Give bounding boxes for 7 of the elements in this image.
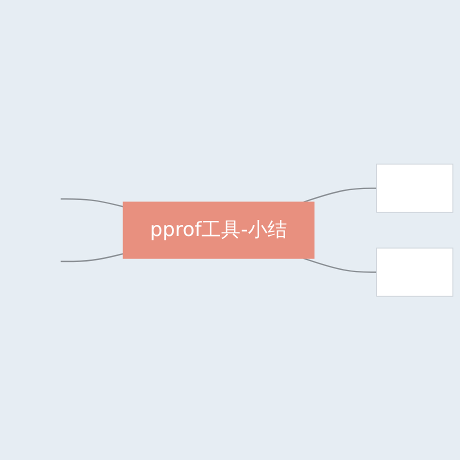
connector <box>303 257 377 273</box>
node-box <box>376 247 454 297</box>
connector <box>60 198 124 208</box>
node-box: pprof工具-小结 <box>122 201 314 259</box>
connector <box>60 252 124 262</box>
node-box <box>376 163 454 213</box>
connector <box>303 187 377 202</box>
